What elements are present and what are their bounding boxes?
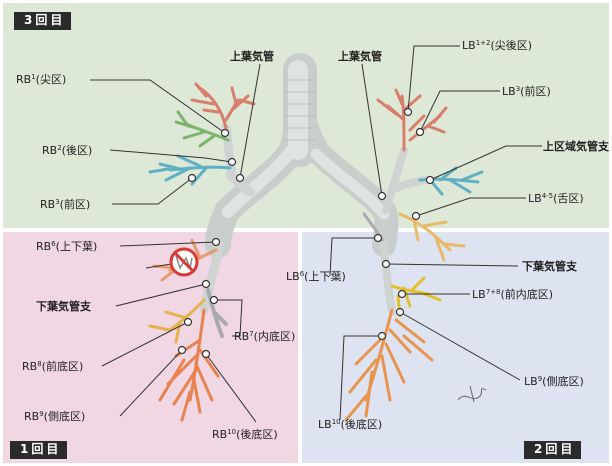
section-tag-round1: 1回目 bbox=[10, 441, 67, 459]
label-lower-lobe-bronchus-right: 下葉気管支 bbox=[36, 300, 91, 313]
label-rb9: RB9(側底区) bbox=[24, 410, 85, 423]
label-lb10: LB10(後底区) bbox=[318, 418, 382, 431]
label-lb3: LB3(前区) bbox=[502, 85, 551, 98]
label-rb7: RB7(内底区) bbox=[234, 330, 295, 343]
section-tag-round3: 3回目 bbox=[14, 12, 71, 30]
label-upper-bronchus-left: 上葉気管 bbox=[338, 50, 382, 63]
label-rb3: RB3(前区) bbox=[40, 198, 90, 211]
label-upper-division-bronchus: 上区域気管支 bbox=[543, 140, 609, 153]
label-lower-lobe-bronchus-left: 下葉気管支 bbox=[522, 260, 577, 273]
label-lb9: LB9(側底区) bbox=[524, 375, 584, 388]
label-lb78: LB7+8(前内底区) bbox=[472, 288, 553, 301]
label-upper-bronchus-right: 上葉気管 bbox=[230, 50, 274, 63]
prohibited-sign-icon bbox=[171, 249, 197, 275]
section-tag-round2: 2回目 bbox=[524, 441, 581, 459]
label-lb6: LB6(上下葉) bbox=[286, 270, 346, 283]
label-rb10: RB10(後底区) bbox=[212, 428, 278, 441]
label-rb8: RB8(前底区) bbox=[22, 360, 83, 373]
label-rb2: RB2(後区) bbox=[42, 144, 92, 157]
label-lb45: LB4-5(舌区) bbox=[528, 192, 584, 205]
label-rb1: RB1(尖区) bbox=[16, 73, 66, 86]
label-rb6: RB6(上下葉) bbox=[36, 240, 97, 253]
label-lb12: LB1+2(尖後区) bbox=[462, 39, 532, 52]
